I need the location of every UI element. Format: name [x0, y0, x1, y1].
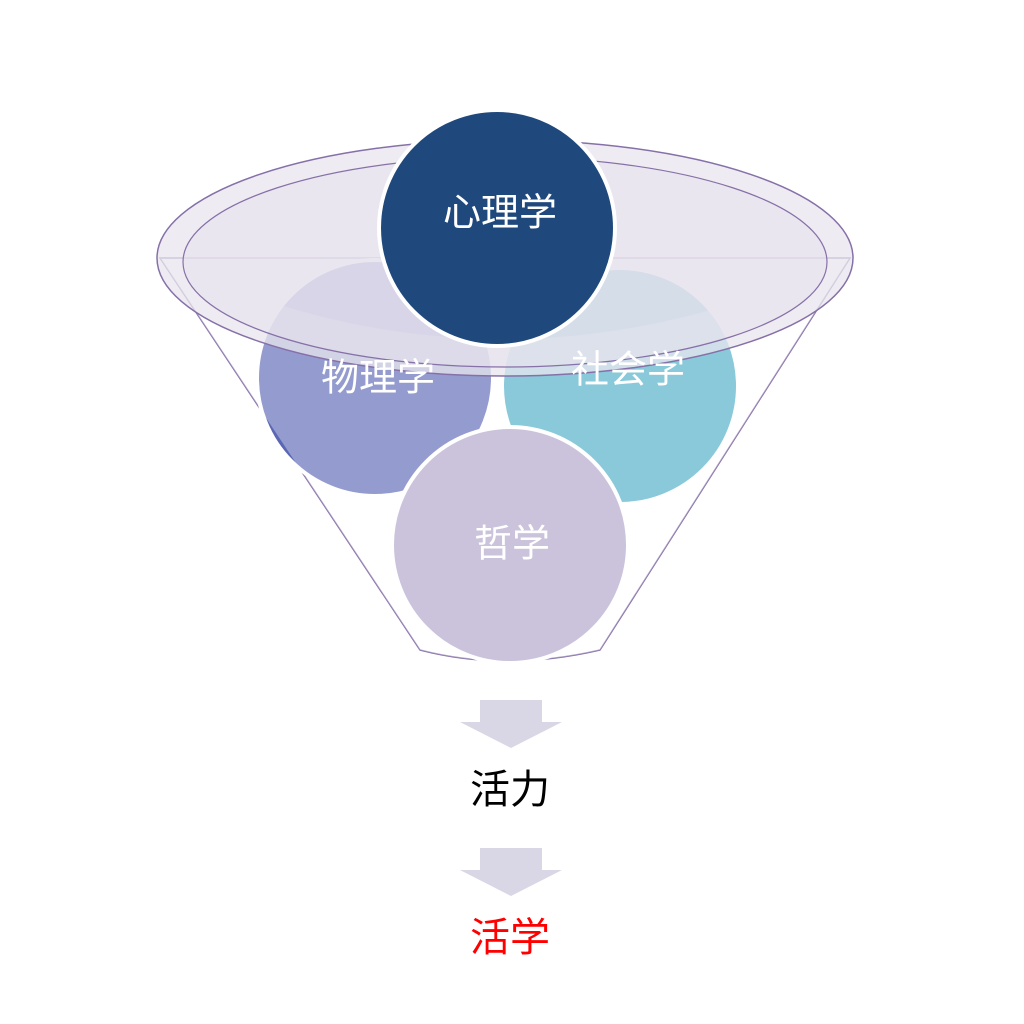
- circle-psychology: [377, 108, 617, 348]
- circle-philosophy: [390, 425, 630, 665]
- down-arrow-2: [460, 848, 562, 896]
- output-label-1: 活力: [470, 767, 550, 813]
- label-psychology: 心理学: [443, 191, 557, 235]
- down-arrow-1: [460, 700, 562, 748]
- output-label-2: 活学: [470, 915, 550, 961]
- label-physics: 物理学: [321, 356, 435, 400]
- label-philosophy: 哲学: [474, 522, 550, 566]
- label-sociology: 社会学: [571, 348, 685, 392]
